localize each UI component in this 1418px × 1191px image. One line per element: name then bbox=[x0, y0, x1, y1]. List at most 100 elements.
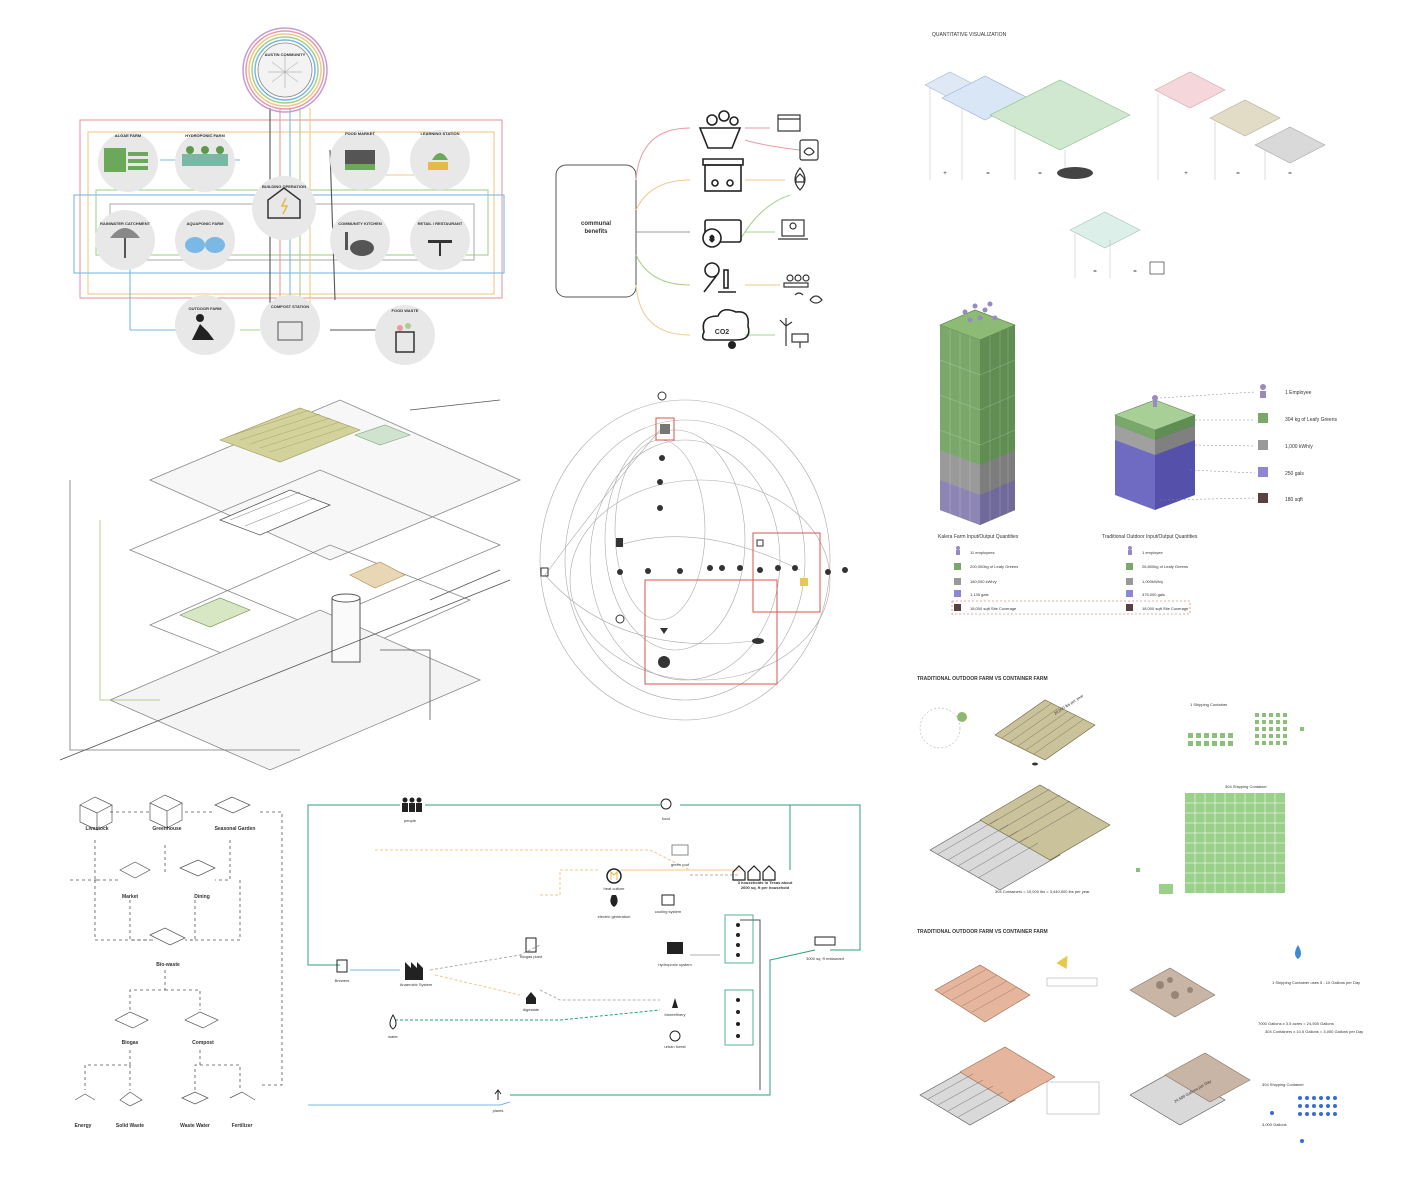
communal-title-2: benefits bbox=[584, 229, 608, 235]
304-container-label: 304 Shipping Container bbox=[1225, 784, 1267, 789]
austin-community-node: AUSTIN COMMUNITY bbox=[242, 27, 328, 113]
bw-solid-waste: Solid Waste bbox=[116, 1123, 144, 1129]
legend-water-label: 250 gals bbox=[1285, 471, 1304, 477]
label-retail-restaurant: RETAIL / RESTAURANT bbox=[418, 221, 463, 226]
bm-electric: electric generation bbox=[598, 914, 631, 919]
bw-biogas: Biogas bbox=[122, 1040, 139, 1046]
bm-brewers: Brewers bbox=[335, 978, 350, 983]
conveyor-icon bbox=[783, 274, 823, 304]
heat-icon bbox=[606, 868, 622, 884]
bm-cooling: cooling system bbox=[655, 909, 682, 914]
kalera-title: Kalera Farm Input/Output Quantities bbox=[938, 534, 1019, 540]
node-algae-farm: ALGAE FARM bbox=[98, 132, 158, 192]
austin-community-label: AUSTIN COMMUNITY bbox=[265, 52, 306, 57]
bm-urban-forest: urban forest bbox=[664, 1044, 686, 1049]
traditional-block bbox=[1114, 395, 1196, 510]
water-label-e: 3,000 Gallons bbox=[1262, 1122, 1287, 1127]
traditional-title: Traditional Outdoor Input/Output Quantit… bbox=[1102, 534, 1198, 540]
bw-greenhouse: Greenhouse bbox=[152, 826, 181, 832]
traditional-items: 1 employee 26,800kg of Leafy Greens 1,00… bbox=[1126, 546, 1189, 611]
node-compost-station: COMPOST STATION bbox=[260, 295, 320, 355]
label-food-waste: FOOD WASTE bbox=[392, 308, 419, 313]
bm-plants: plants bbox=[493, 1108, 504, 1113]
legend-leafy-greens: 304 kg of Leafy Greens bbox=[1258, 413, 1337, 423]
kalera-energy: 180,000 kWh/y bbox=[970, 579, 997, 584]
node-community-kitchen: COMMUNITY KITCHEN bbox=[330, 210, 390, 270]
panel-biowaste-flow: Livestock Greenhouse Seasonal Garden Mar… bbox=[70, 794, 283, 1129]
label-community-kitchen: COMMUNITY KITCHEN bbox=[338, 221, 382, 226]
trad-energy: 1,000kWh/y bbox=[1142, 579, 1163, 584]
bm-green-roof: green roof bbox=[671, 862, 690, 867]
op-1: + bbox=[943, 171, 947, 177]
op-6: = bbox=[1288, 171, 1292, 177]
legend-employee-label: 1 Employee bbox=[1285, 390, 1312, 396]
trad-site: 18,000 sqft Site Coverage bbox=[1142, 606, 1189, 611]
restaurant-icon bbox=[814, 936, 836, 946]
co2-icon: CO2 bbox=[701, 308, 750, 349]
hydroponic-icon bbox=[667, 942, 683, 954]
node-retail-restaurant: RETAIL / RESTAURANT bbox=[410, 210, 470, 270]
legend-leafy-label: 304 kg of Leafy Greens bbox=[1285, 417, 1337, 423]
label-food-market: FOOD MARKET bbox=[345, 131, 375, 136]
store-icon bbox=[777, 114, 801, 132]
bw-dining: Dining bbox=[194, 894, 210, 900]
leaf-jar-icon bbox=[799, 139, 819, 161]
panel-farm-comparison: 1 Employee 304 kg of Leafy Greens 1,000 … bbox=[938, 301, 1337, 615]
bw-livestock: Livestock bbox=[85, 826, 108, 832]
co2-label: CO2 bbox=[715, 329, 730, 336]
water-label-f: 304 Shipping Container bbox=[1262, 1082, 1304, 1087]
bm-households: 3 households in Texas about 2600 sq. ft … bbox=[737, 880, 793, 890]
op-4: + bbox=[1184, 171, 1188, 177]
bw-seasonal-garden: Seasonal Garden bbox=[215, 826, 256, 832]
location-home-icon bbox=[794, 167, 806, 191]
node-food-market: FOOD MARKET bbox=[330, 130, 390, 190]
cooling-icon bbox=[661, 894, 675, 906]
plants-icon bbox=[494, 1089, 502, 1100]
bm-bioreefinery: bioreefinery bbox=[665, 1012, 686, 1017]
bm-biogas-plant: Biogas plant bbox=[520, 954, 543, 959]
legend-site-label: 180 sqft bbox=[1285, 497, 1303, 503]
food-basket-icon bbox=[698, 110, 742, 149]
money-icon: $ bbox=[702, 219, 742, 248]
wheat-icon bbox=[672, 998, 678, 1008]
op-8: = bbox=[1133, 269, 1137, 275]
bm-food: food bbox=[662, 816, 670, 821]
online-learning-icon bbox=[778, 219, 808, 240]
houses-icon bbox=[732, 865, 776, 881]
communal-title-1: communal bbox=[581, 221, 611, 227]
big-container-grid bbox=[1136, 793, 1285, 894]
people-icon bbox=[402, 797, 422, 812]
water-label-c: 304 Containers x 10.5 Gallons = 3,000 Ga… bbox=[1265, 1029, 1363, 1034]
bm-water: water bbox=[388, 1034, 398, 1039]
yield-title: TRADITIONAL OUTDOOR FARM VS CONTAINER FA… bbox=[917, 676, 1048, 682]
legend-energy: 1,000 kWh/y bbox=[1258, 440, 1313, 450]
kalera-employees: 11 employees bbox=[970, 550, 995, 555]
label-rainwater-catchment: RAINWATER CATCHMENT bbox=[100, 221, 151, 226]
kalera-site: 18,000 sqft Site Coverage bbox=[970, 606, 1017, 611]
bm-people: people bbox=[404, 818, 417, 823]
bm-hydroponic: hydroponic system bbox=[658, 962, 692, 967]
bw-compost: Compost bbox=[192, 1040, 214, 1046]
trad-water: 375,000 gals bbox=[1142, 592, 1165, 597]
node-food-waste: FOOD WASTE bbox=[375, 305, 435, 365]
panel-communal-benefits: communal benefits $ bbox=[555, 110, 823, 349]
legend-employee: 1 Employee bbox=[1260, 384, 1312, 398]
panel-yield-comparison: TRADITIONAL OUTDOOR FARM VS CONTAINER FA… bbox=[917, 676, 1304, 894]
quant-title: QUANTITATIVE VISUALIZATION bbox=[932, 32, 1007, 38]
bm-restaurant: 3000 sq. ft restaurant bbox=[806, 956, 845, 961]
one-container-label: 1 Shipping Container bbox=[1190, 702, 1228, 707]
biogas-plant-icon bbox=[525, 937, 537, 953]
node-outdoor-farm: OUTDOOR FARM bbox=[175, 295, 235, 355]
node-rainwater-catchment: RAINWATER CATCHMENT bbox=[95, 210, 155, 270]
bm-digestate: digestate bbox=[523, 1007, 540, 1012]
green-roof-icon bbox=[671, 844, 689, 856]
water-drop-icon bbox=[389, 1014, 397, 1030]
water-title: TRADITIONAL OUTDOOR FARM VS CONTAINER FA… bbox=[917, 929, 1048, 935]
legend-energy-label: 1,000 kWh/y bbox=[1285, 444, 1313, 450]
svg-text:$: $ bbox=[710, 236, 714, 243]
node-aquaponic-farm: AQUAPONIC FARM bbox=[175, 210, 235, 270]
renewable-energy-icon bbox=[779, 318, 809, 348]
panel-quantitative-visualization: QUANTITATIVE VISUALIZATION + = = + = = =… bbox=[924, 32, 1326, 278]
factory-icon bbox=[405, 962, 423, 980]
